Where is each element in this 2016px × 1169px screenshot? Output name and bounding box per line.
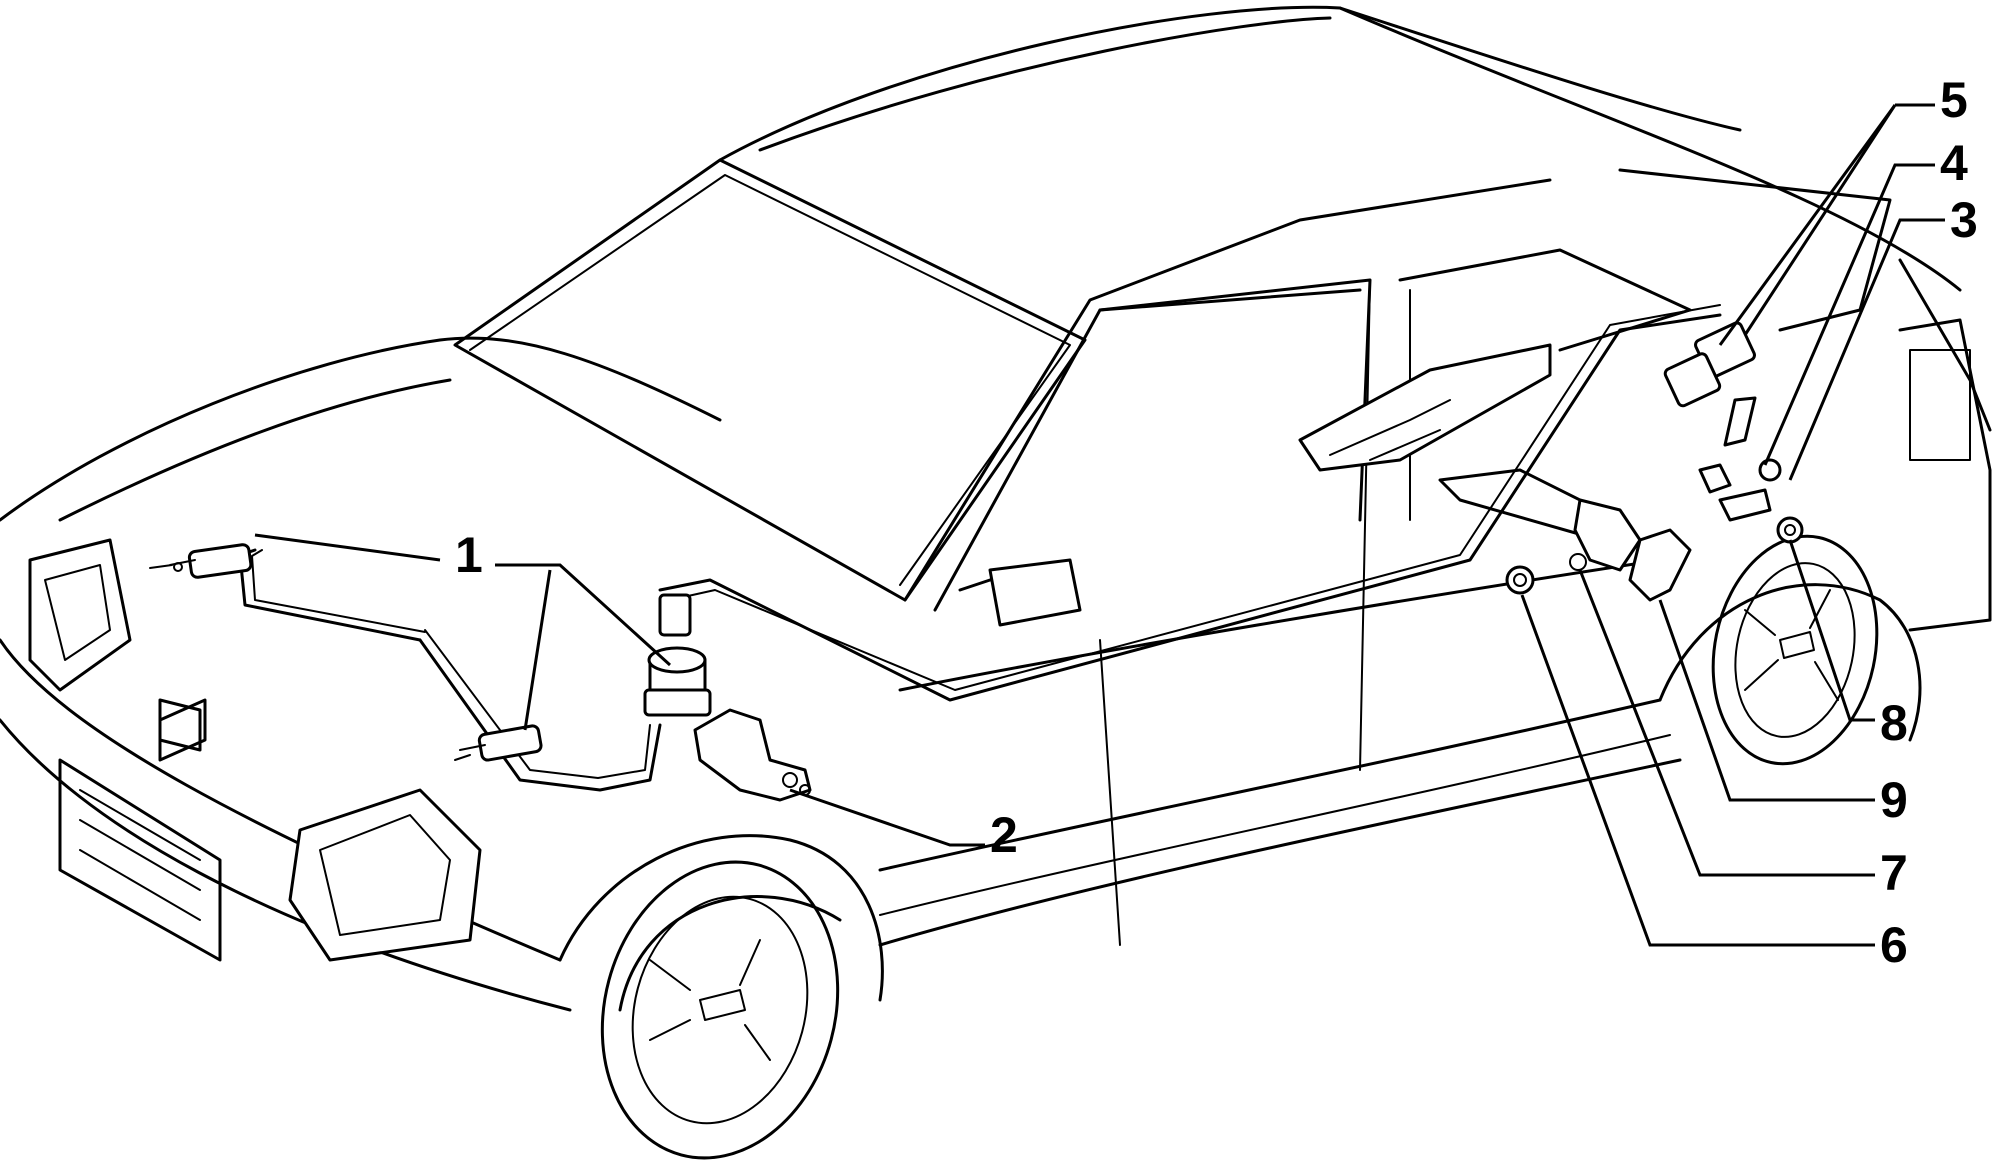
leader-lines <box>254 103 1945 947</box>
grommet-6 <box>1505 565 1535 595</box>
bracket-7 <box>1569 498 1642 572</box>
callout-labels: 1 2 3 4 5 6 7 8 9 <box>455 72 1978 973</box>
front-wheel <box>600 860 840 1160</box>
rear-shelf-bracket <box>1298 343 1622 542</box>
callout-5: 5 <box>1940 72 1968 128</box>
callout-3: 3 <box>1950 192 1978 248</box>
rear-washer-pump-5 <box>1663 321 1756 408</box>
rear-wheel <box>1711 534 1879 766</box>
callout-8: 8 <box>1880 695 1908 751</box>
callout-2: 2 <box>990 807 1018 863</box>
clip-9 <box>1628 528 1692 602</box>
hose-connector-4 <box>1698 396 1757 494</box>
clip-3 <box>1718 458 1782 522</box>
washer-nozzle-left <box>149 543 253 579</box>
pump-bracket <box>693 708 812 802</box>
callout-9: 9 <box>1880 772 1908 828</box>
callout-1: 1 <box>455 527 483 583</box>
callout-6: 6 <box>1880 917 1908 973</box>
callout-7: 7 <box>1880 845 1908 901</box>
callout-4: 4 <box>1940 135 1968 191</box>
grommet-8 <box>1776 516 1804 544</box>
side-mirror <box>988 558 1082 627</box>
washer-pump <box>643 593 712 717</box>
washer-nozzle-right <box>454 724 543 762</box>
